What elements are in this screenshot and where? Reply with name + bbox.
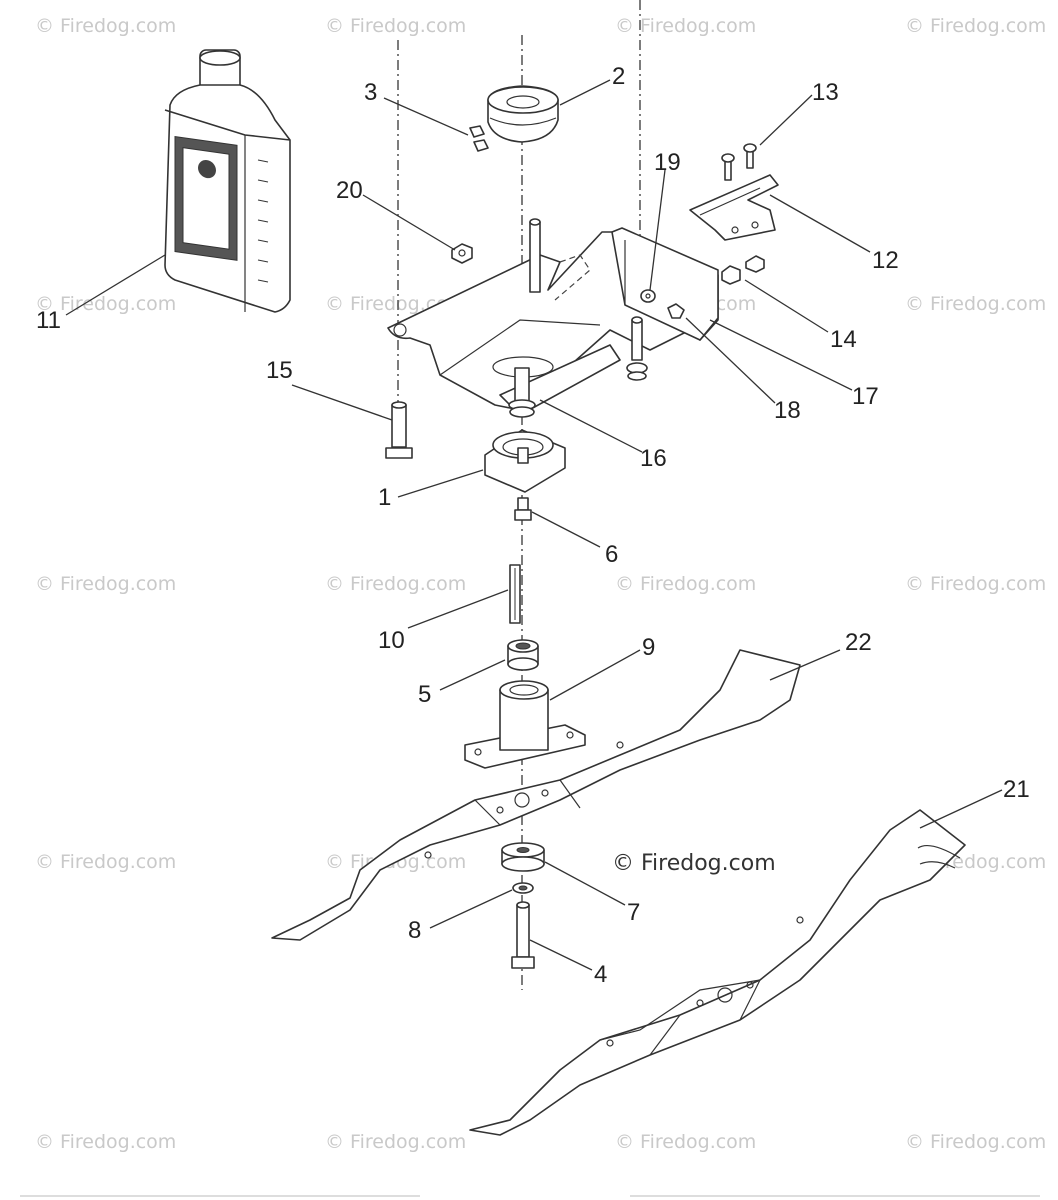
washer-part <box>640 289 656 303</box>
callout-5: 5 <box>418 681 431 708</box>
bolt-part <box>385 401 413 459</box>
callout-20: 20 <box>336 177 363 204</box>
bracket-part <box>689 174 779 241</box>
bracket-plate-part <box>387 227 719 411</box>
watermark: © Firedog.com <box>35 293 176 315</box>
watermark: © Firedog.com <box>615 573 756 595</box>
callout-10: 10 <box>378 627 405 654</box>
watermark: © Firedog.com <box>905 573 1046 595</box>
watermark: © Firedog.com <box>615 15 756 37</box>
watermark: © Firedog.com <box>35 1131 176 1153</box>
callout-14: 14 <box>830 326 857 353</box>
copyright-credit: © Firedog.com <box>612 851 776 876</box>
blade-22-part <box>271 649 801 941</box>
watermark: © Firedog.com <box>325 1131 466 1153</box>
pivot-pin-part <box>626 316 648 381</box>
callout-13: 13 <box>812 79 839 106</box>
leader-lines <box>65 79 1003 971</box>
bushing-part <box>487 85 559 143</box>
oil-bottle-part <box>164 49 291 313</box>
screw-part <box>721 143 757 181</box>
watermark: © Firedog.com <box>35 573 176 595</box>
nut-part <box>451 243 473 264</box>
watermark: © Firedog.com <box>325 15 466 37</box>
callout-9: 9 <box>642 634 655 661</box>
callout-7: 7 <box>627 899 640 926</box>
callout-8: 8 <box>408 917 421 944</box>
watermark: © Firedog.com <box>325 573 466 595</box>
blade-bolt-part <box>511 901 535 969</box>
grease-fitting-part <box>514 497 532 521</box>
callout-17: 17 <box>852 383 879 410</box>
hex-nut-part <box>721 255 765 285</box>
lock-washer-part <box>512 882 534 894</box>
callout-2: 2 <box>612 63 625 90</box>
blade-adapter-part <box>464 680 586 769</box>
spacer-part <box>507 639 539 671</box>
watermark: © Firedog.com <box>905 15 1046 37</box>
watermark: © Firedog.com <box>905 1131 1046 1153</box>
nut-part-18 <box>667 303 685 319</box>
callout-22: 22 <box>845 629 872 656</box>
blade-21-part <box>469 809 966 1136</box>
callout-18: 18 <box>774 397 801 424</box>
watermark: © Firedog.com <box>35 15 176 37</box>
callout-4: 4 <box>594 961 607 988</box>
spindle-arm-part <box>499 218 621 418</box>
callout-16: 16 <box>640 445 667 472</box>
watermark: © Firedog.com <box>35 851 176 873</box>
callout-11: 11 <box>36 307 61 334</box>
callout-numbers: 1 2 3 4 5 6 7 8 9 10 11 12 13 14 15 16 1… <box>36 63 1030 988</box>
watermark: © Firedog.com <box>905 293 1046 315</box>
callout-21: 21 <box>1003 776 1030 803</box>
callout-3: 3 <box>364 79 377 106</box>
callout-19: 19 <box>654 149 681 176</box>
callout-6: 6 <box>605 541 618 568</box>
flange-bearing-part <box>484 429 566 493</box>
callout-12: 12 <box>872 247 899 274</box>
small-nut-part <box>469 125 489 152</box>
callout-1: 1 <box>378 484 391 511</box>
key-part <box>509 564 521 624</box>
callout-15: 15 <box>266 357 293 384</box>
watermark: © Firedog.com <box>615 1131 756 1153</box>
blade-washer-part <box>501 842 545 872</box>
